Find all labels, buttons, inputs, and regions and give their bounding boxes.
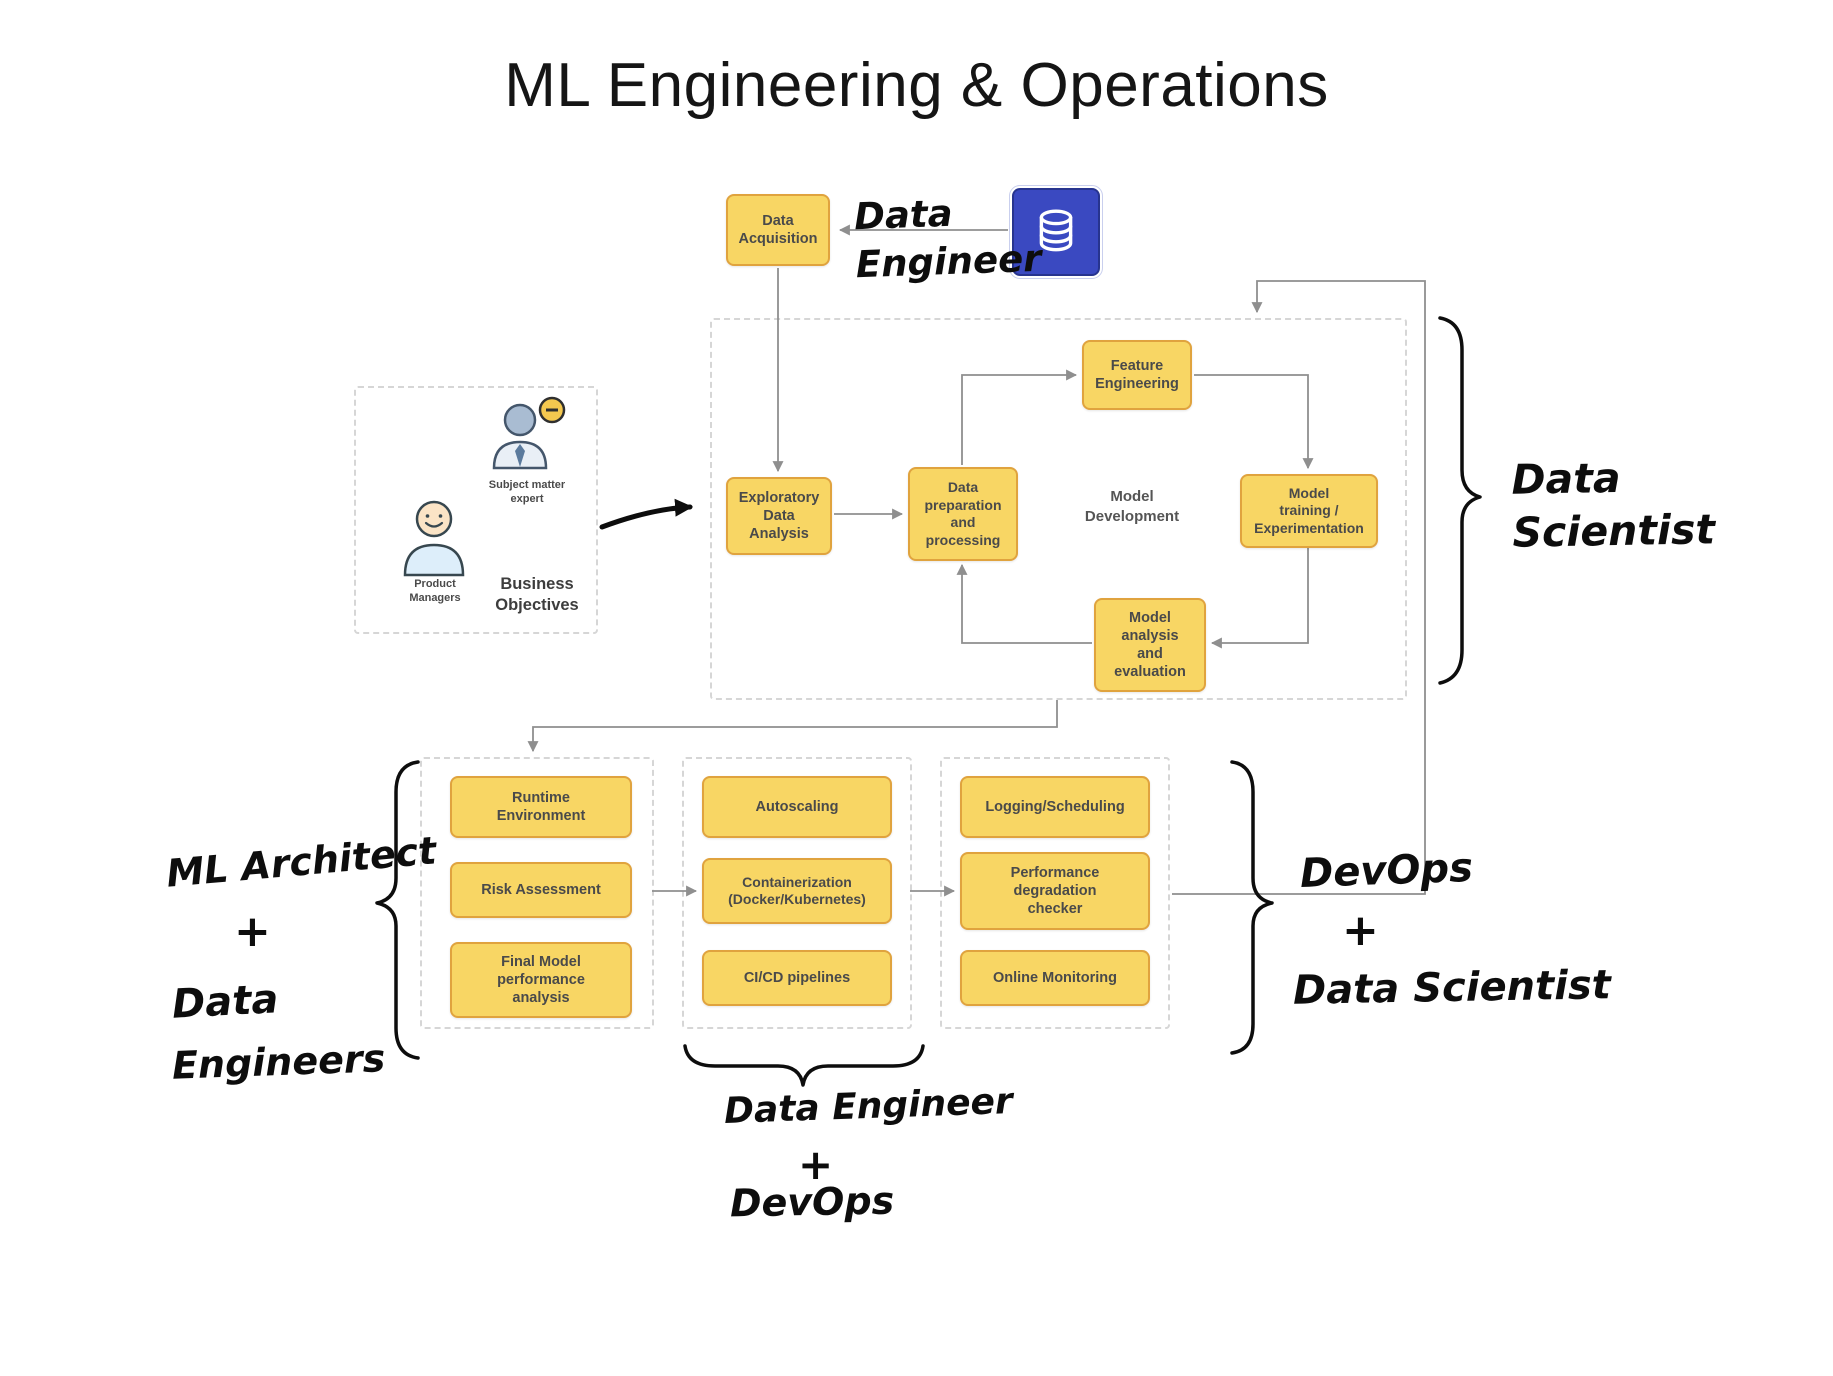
node-data-acquisition: Data Acquisition (726, 194, 830, 266)
node-containerization: Containerization (Docker/Kubernetes) (702, 858, 892, 924)
node-logging-scheduling: Logging/Scheduling (960, 776, 1150, 838)
node-exploratory-data-analysis: Exploratory Data Analysis (726, 477, 832, 555)
annotation-engineers-left: Engineers (171, 1036, 386, 1088)
arrow-modeldev-to-ops (527, 700, 1058, 753)
ops-container-middle (682, 757, 912, 1029)
node-online-monitoring: Online Monitoring (960, 950, 1150, 1006)
annotation-devops-right: DevOps (1299, 844, 1474, 898)
annotation-plus-left: + (234, 906, 271, 957)
database-icon (1039, 209, 1073, 252)
business-objectives-label: Business Objectives (495, 575, 579, 615)
brace-data-engineer-devops (683, 1044, 925, 1087)
node-runtime-environment: Runtime Environment (450, 776, 632, 838)
model-development-label: Model Development (1084, 488, 1180, 525)
node-model-analysis: Model analysis and evaluation (1094, 598, 1206, 692)
annotation-data-scientist-bottom-right: Data Scientist (1292, 962, 1612, 1014)
annotation-devops-bottom: DevOps (729, 1178, 895, 1226)
node-feature-engineering: Feature Engineering (1082, 340, 1192, 410)
node-autoscaling: Autoscaling (702, 776, 892, 838)
database-box (1009, 185, 1103, 279)
brace-ml-architect (375, 760, 420, 1060)
node-risk-assessment: Risk Assessment (450, 862, 632, 918)
annotation-plus-bottom: + (798, 1140, 834, 1189)
brace-data-scientist (1438, 316, 1482, 685)
node-model-training: Model training / Experimentation (1240, 474, 1378, 548)
business-objectives-container (354, 386, 598, 634)
annotation-data-engineer-top: Data Engineer (853, 191, 1043, 287)
diagram-title: ML Engineering & Operations (504, 51, 1329, 120)
node-data-preparation: Data preparation and processing (908, 467, 1018, 561)
ops-container-left (420, 757, 654, 1029)
annotation-ml-architect: ML Architect (164, 828, 438, 896)
annotation-plus-right: + (1342, 905, 1379, 956)
product-managers-label: Product Managers (409, 578, 461, 604)
subject-matter-expert-label: Subject matter expert (488, 479, 566, 505)
annotation-data-engineer-bottom: Data Engineer (723, 1080, 1014, 1133)
brace-devops (1230, 760, 1274, 1055)
subject-matter-expert-icon-wrap (482, 396, 570, 478)
node-performance-degradation-checker: Performance degradation checker (960, 852, 1150, 930)
annotation-data-scientist-right: Data Scientist (1511, 453, 1716, 558)
product-managers-icon-wrap (396, 494, 472, 578)
node-cicd-pipelines: CI/CD pipelines (702, 950, 892, 1006)
node-final-model-performance: Final Model performance analysis (450, 942, 632, 1018)
hand-arrow-business-to-eda (599, 498, 693, 530)
annotation-data-left: Data (170, 976, 280, 1028)
person-minus-badge-icon (492, 396, 566, 470)
ops-container-right (940, 757, 1170, 1029)
person-smile-icon (403, 500, 465, 577)
